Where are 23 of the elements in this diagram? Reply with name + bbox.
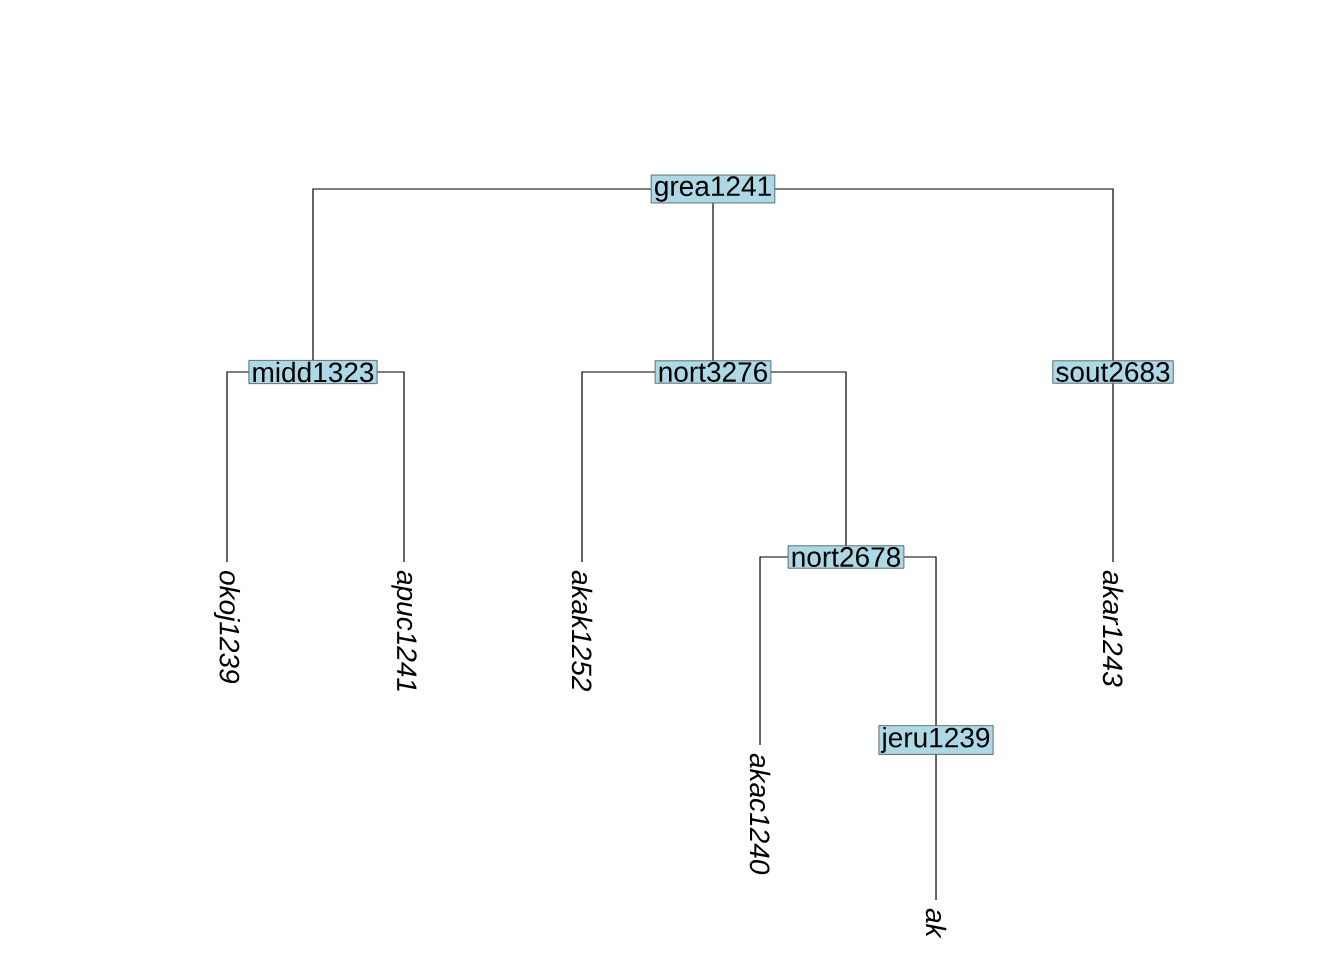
leaf-label: akac1240 [749,753,771,875]
leaf-label: akak1252 [571,570,593,691]
leaf-label: okoj1239 [213,570,241,684]
leaf-label: ak [925,908,947,939]
label-box: nort2678 [787,545,905,569]
label-box: midd1323 [248,360,378,384]
tree-branch [903,556,937,726]
tree-branch [376,371,405,563]
tree-branch [581,371,656,563]
tree-branch [774,188,1114,362]
label-box: nort3276 [654,360,772,384]
tree-branch [935,754,937,901]
tree-branch [312,188,652,361]
label-box: jeru1239 [878,725,994,755]
leaf-label: apuc1241 [391,570,417,691]
tree-branch [770,371,847,547]
tree-branch [759,556,789,746]
tree-branch [1112,382,1114,563]
leaf-label: akar1243 [1102,570,1124,687]
label-box: grea1241 [650,174,776,204]
label-box: sout2683 [1052,360,1174,384]
tree-branch [226,371,250,563]
tree-branch [712,202,714,362]
